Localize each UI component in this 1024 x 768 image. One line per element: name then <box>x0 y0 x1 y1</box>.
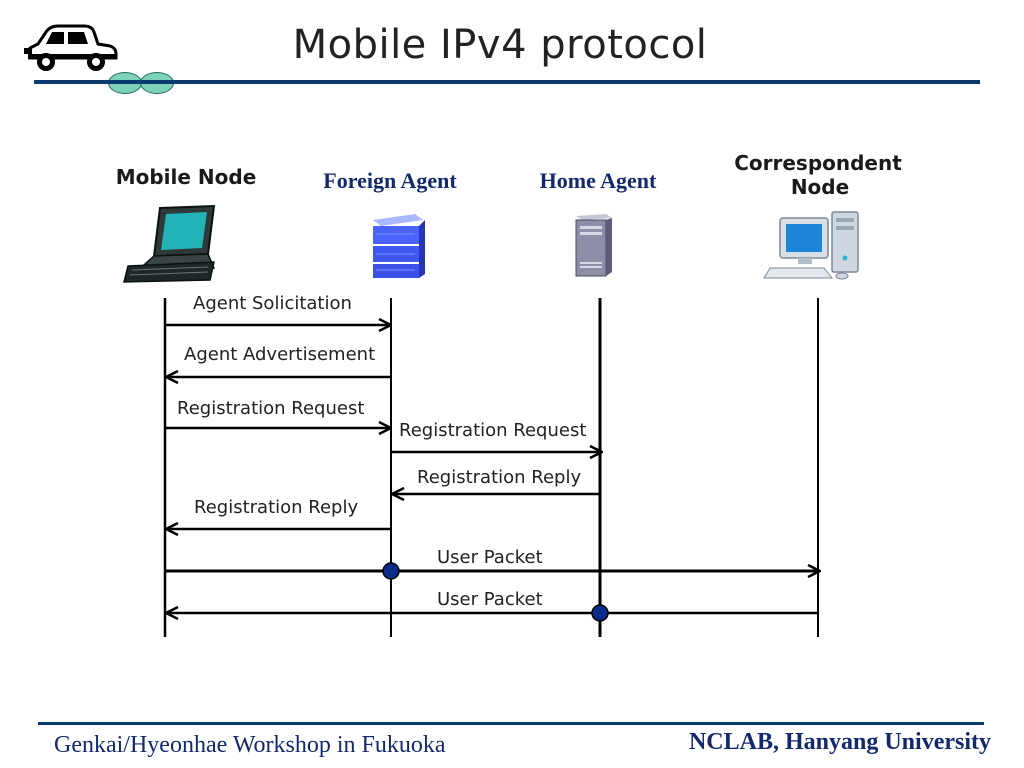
node-label-foreign-agent: Foreign Agent <box>323 168 457 193</box>
label-registration-reply-ha-fa: Registration Reply <box>417 467 581 488</box>
label-user-packet-in: User Packet <box>437 589 543 610</box>
label-agent-solicitation: Agent Solicitation <box>193 293 352 314</box>
label-user-packet-out: User Packet <box>437 547 543 568</box>
laptop-icon <box>123 204 216 283</box>
node-label-correspondent-line2: Node <box>791 175 849 199</box>
footer-workshop: Genkai/Hyeonhae Workshop in Fukuoka <box>54 732 446 758</box>
home-agent-server-icon <box>575 214 612 277</box>
label-registration-request-fa-ha: Registration Request <box>399 420 586 441</box>
title-divider <box>34 80 980 84</box>
slide-title: Mobile IPv4 protocol <box>292 22 708 68</box>
label-registration-request-mn-fa: Registration Request <box>177 398 364 419</box>
junction-dot-home-agent <box>591 604 609 622</box>
node-label-home-agent: Home Agent <box>540 168 657 193</box>
node-label-mobile-node: Mobile Node <box>116 165 257 189</box>
label-agent-advertisement: Agent Advertisement <box>184 344 375 365</box>
junction-dot-foreign-agent <box>382 562 400 580</box>
foreign-agent-server-icon <box>373 214 425 278</box>
footer-affiliation: NCLAB, Hanyang University <box>688 729 991 755</box>
desktop-computer-icon <box>763 211 859 280</box>
vintage-car-logo <box>24 24 118 71</box>
label-registration-reply-fa-mn: Registration Reply <box>194 497 358 518</box>
footer-divider <box>38 722 984 725</box>
node-label-correspondent-line1: Correspondent <box>734 151 902 175</box>
mobile-ipv4-sequence-diagram: Mobile Node Foreign Agent Home Agent Cor… <box>116 151 902 637</box>
